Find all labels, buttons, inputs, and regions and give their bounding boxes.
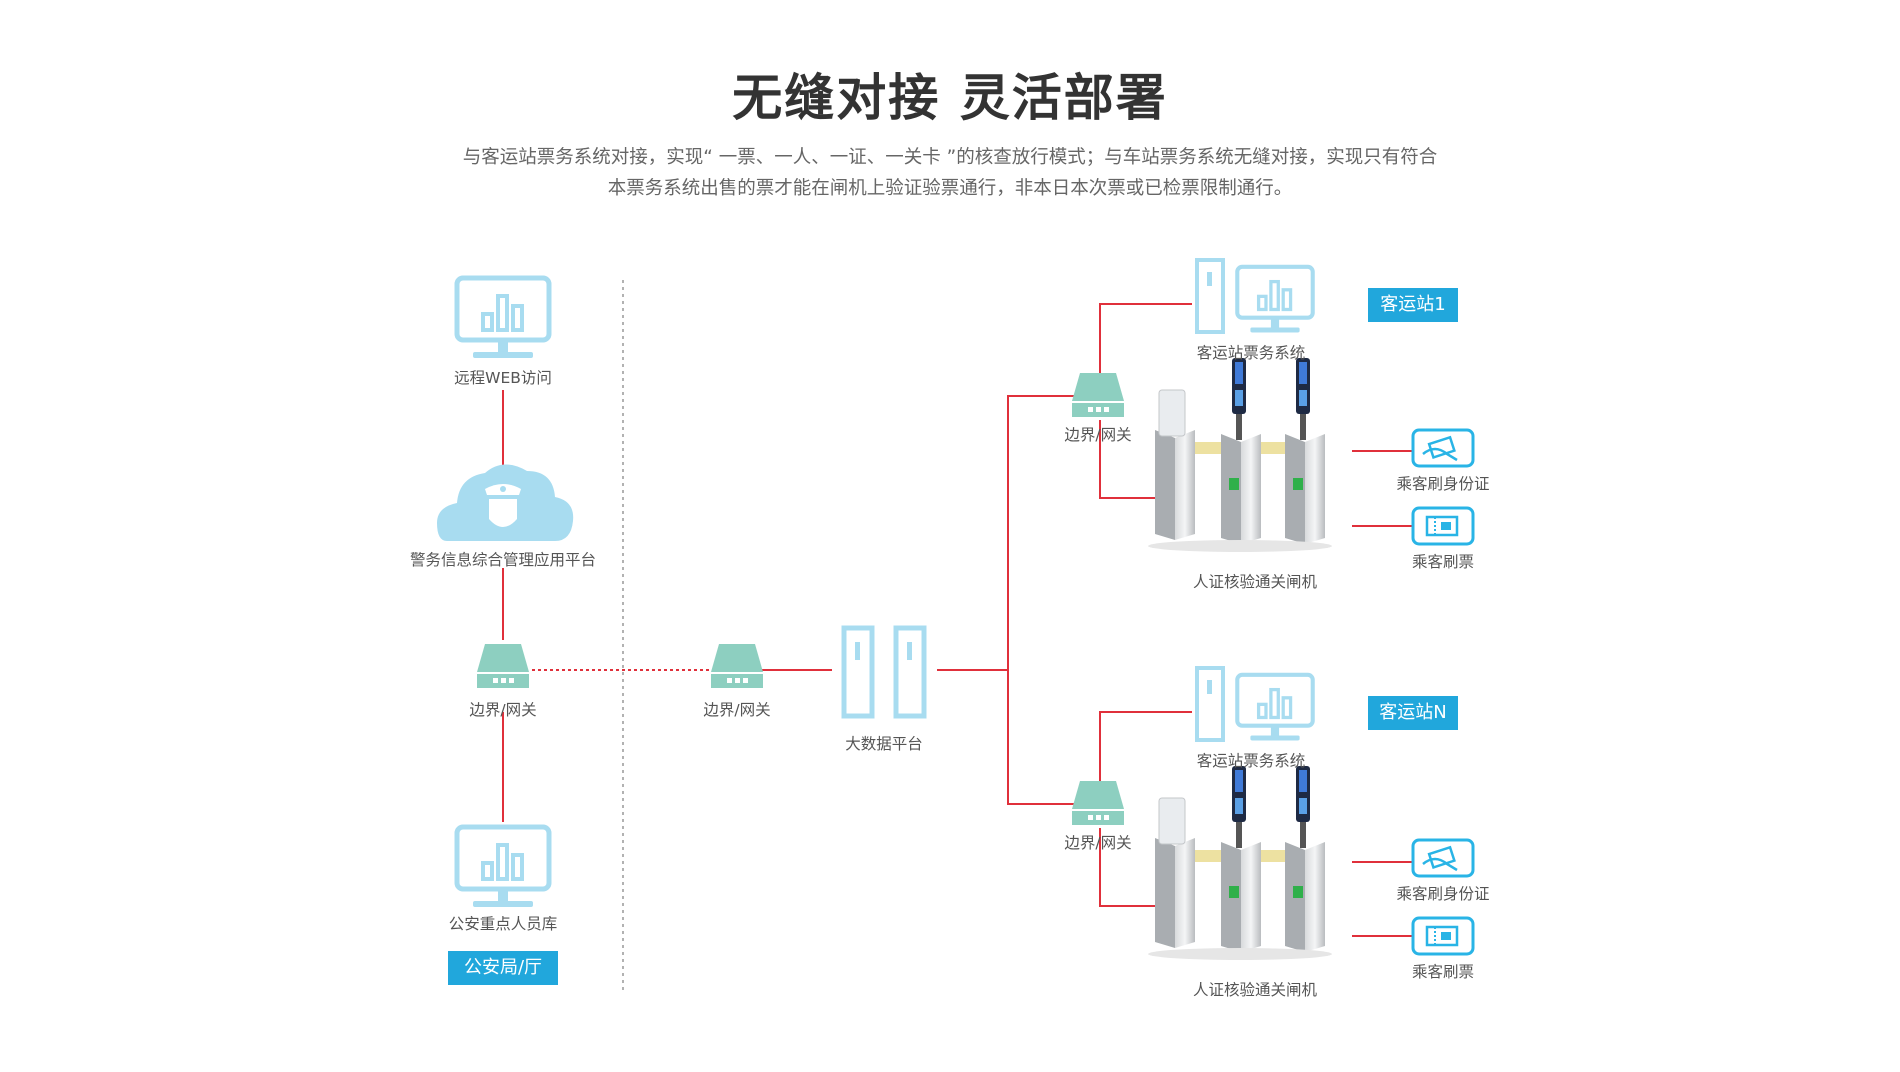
stationN-turnstile-label: 人证核验通关闸机	[1192, 981, 1318, 999]
connection-lines	[502, 303, 1412, 937]
station1-gateway-icon	[1072, 373, 1124, 417]
station1-turnstile-icon	[1147, 357, 1333, 553]
station1-ticket-system-icon	[1195, 258, 1313, 332]
bigdata-label: 大数据平台	[845, 735, 923, 753]
key-person-db-label: 公安重点人员库	[448, 915, 558, 933]
stationN-id-card-label: 乘客刷身份证	[1396, 885, 1490, 903]
stationN-turnstile-icon	[1147, 765, 1333, 961]
center-gateway-icon	[711, 644, 763, 688]
stationN-ticket-label: 乘客刷票	[1411, 963, 1475, 981]
cloud-police-icon	[437, 464, 574, 541]
bigdata-server-icon	[844, 628, 924, 716]
left-gateway-label: 边界/网关	[469, 701, 537, 719]
page-title: 无缝对接 灵活部署	[732, 69, 1168, 127]
stationN-badge: 客运站N	[1368, 696, 1458, 730]
stationN-gateway-label: 边界/网关	[1064, 834, 1132, 852]
station1-id-card-icon	[1411, 428, 1475, 468]
subtitle-line-2: 本票务系统出售的票才能在闸机上验证验票通行，非本日本次票或已检票限制通行。	[607, 178, 1293, 199]
center-gateway-label: 边界/网关	[703, 701, 771, 719]
station1-turnstile-label: 人证核验通关闸机	[1192, 573, 1318, 591]
station1-badge: 客运站1	[1368, 288, 1458, 322]
public-security-badge: 公安局/厅	[448, 951, 558, 985]
station1-ticket-system-label: 客运站票务系统	[1196, 344, 1306, 362]
police-platform-label: 警务信息综合管理应用平台	[409, 551, 597, 569]
remote-web-label: 远程WEB访问	[454, 369, 552, 387]
station1-gateway-label: 边界/网关	[1064, 426, 1132, 444]
key-person-db-monitor-icon	[457, 827, 549, 907]
stationN-ticket-system-label: 客运站票务系统	[1196, 752, 1306, 770]
subtitle-line-1: 与客运站票务系统对接，实现“ 一票、一人、一证、一关卡 ”的核查放行模式；与车站…	[462, 147, 1438, 168]
station1-ticket-icon	[1411, 506, 1475, 546]
stationN-ticket-icon	[1411, 916, 1475, 956]
stationN-gateway-icon	[1072, 781, 1124, 825]
page-subtitle: 与客运站票务系统对接，实现“ 一票、一人、一证、一关卡 ”的核查放行模式；与车站…	[430, 142, 1470, 204]
station1-ticket-label: 乘客刷票	[1411, 553, 1475, 571]
remote-web-monitor-icon	[457, 278, 549, 358]
station1-id-card-label: 乘客刷身份证	[1396, 475, 1490, 493]
stationN-id-card-icon	[1411, 838, 1475, 878]
stationN-ticket-system-icon	[1195, 666, 1313, 740]
left-gateway-icon	[477, 644, 529, 688]
